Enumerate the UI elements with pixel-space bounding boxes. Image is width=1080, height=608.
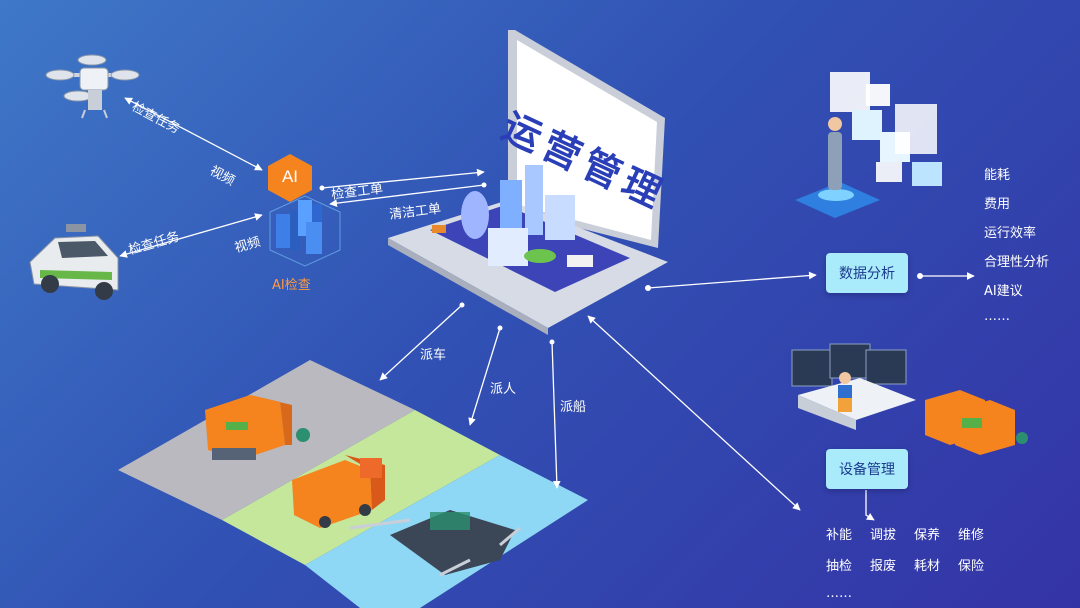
analysis-item: 费用: [984, 197, 1011, 212]
arrow-clean-order: [329, 184, 485, 208]
arrow-dispatch-vehicle: [379, 304, 463, 381]
data-analyst-icon: [795, 72, 942, 218]
device-item: 补能: [826, 528, 853, 543]
ai-server-icon: [269, 195, 341, 267]
device-item: 调拔: [870, 528, 897, 543]
analysis-item: AI建议: [984, 284, 1023, 299]
control-room-icon: [791, 343, 916, 430]
analysis-item: ……: [984, 309, 1010, 324]
arrow-dispatch-boat: [551, 341, 561, 489]
device-item: 耗材: [914, 559, 941, 574]
arrow-car-task: [119, 213, 263, 258]
device-management-box: 设备管理: [826, 449, 908, 489]
label-dispatch-vehicle: 派车: [420, 348, 447, 363]
device-item: 保险: [958, 559, 985, 574]
laptop-icon: [388, 30, 668, 335]
data-analysis-box: 数据分析: [826, 253, 908, 293]
analysis-item: 合理性分析: [984, 255, 1050, 270]
arrow-drone-task: [124, 97, 263, 171]
arrow-data-analysis: [647, 271, 817, 289]
arrow-device-management: [587, 315, 801, 511]
connector-arrows: [119, 97, 975, 521]
ai-hexagon-icon: [268, 154, 312, 202]
label-dispatch-boat: 派船: [560, 400, 587, 415]
sweeper-robots-icon: [925, 390, 1028, 455]
ai-badge-text: AI: [281, 167, 299, 186]
device-item: ……: [826, 586, 852, 601]
arrow-inspect-order: [321, 168, 485, 189]
ai-badge: AI: [268, 154, 312, 200]
drone-icon: [45, 54, 140, 119]
arrow-device-list: [865, 490, 875, 521]
device-item: 维修: [958, 528, 985, 543]
garbage-truck-icon: [292, 455, 385, 528]
analysis-item: 能耗: [984, 168, 1011, 183]
device-management-list: 补能 调拔 保养 维修 抽检 报废 耗材 保险 ……: [826, 524, 1002, 601]
device-item: 报废: [870, 559, 897, 574]
inspection-car-icon: [29, 224, 119, 300]
data-analysis-list: 能耗 费用 运行效率 合理性分析 AI建议 ……: [984, 164, 1049, 324]
analysis-item: 运行效率: [984, 226, 1037, 241]
device-item: 保养: [914, 528, 941, 543]
ai-inspection-caption: AI检查: [272, 278, 311, 293]
device-item: 抽检: [826, 559, 853, 574]
label-dispatch-person: 派人: [490, 382, 517, 397]
road-sweeper-icon: [205, 395, 310, 460]
cleaning-boat-icon: [349, 510, 521, 577]
arrow-dispatch-person: [468, 327, 501, 426]
